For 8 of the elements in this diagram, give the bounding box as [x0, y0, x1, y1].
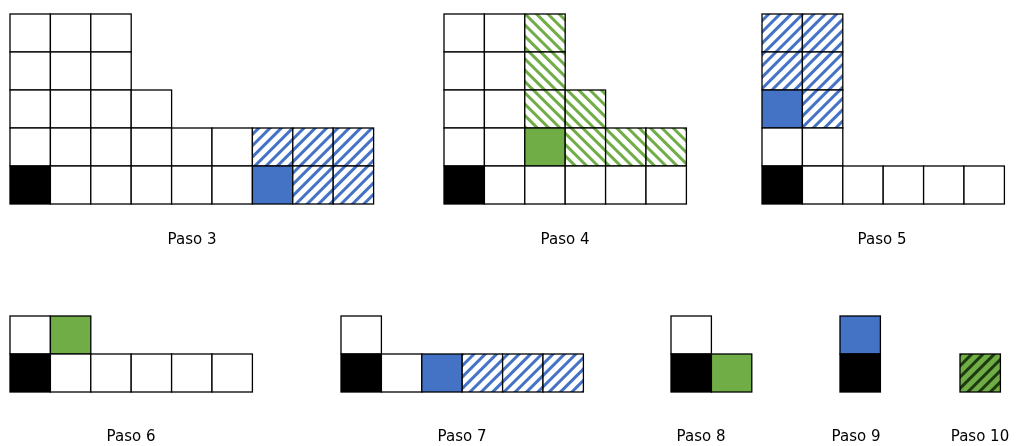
- step-label: Paso 5: [857, 230, 907, 248]
- step-label: Paso 9: [831, 427, 881, 445]
- step-label: Paso 8: [676, 427, 726, 445]
- step-label: Paso 10: [950, 427, 1010, 445]
- step-label: Paso 3: [167, 230, 217, 248]
- step-label: Paso 6: [106, 427, 156, 445]
- step-label: Paso 7: [437, 427, 487, 445]
- step-label: Paso 4: [540, 230, 590, 248]
